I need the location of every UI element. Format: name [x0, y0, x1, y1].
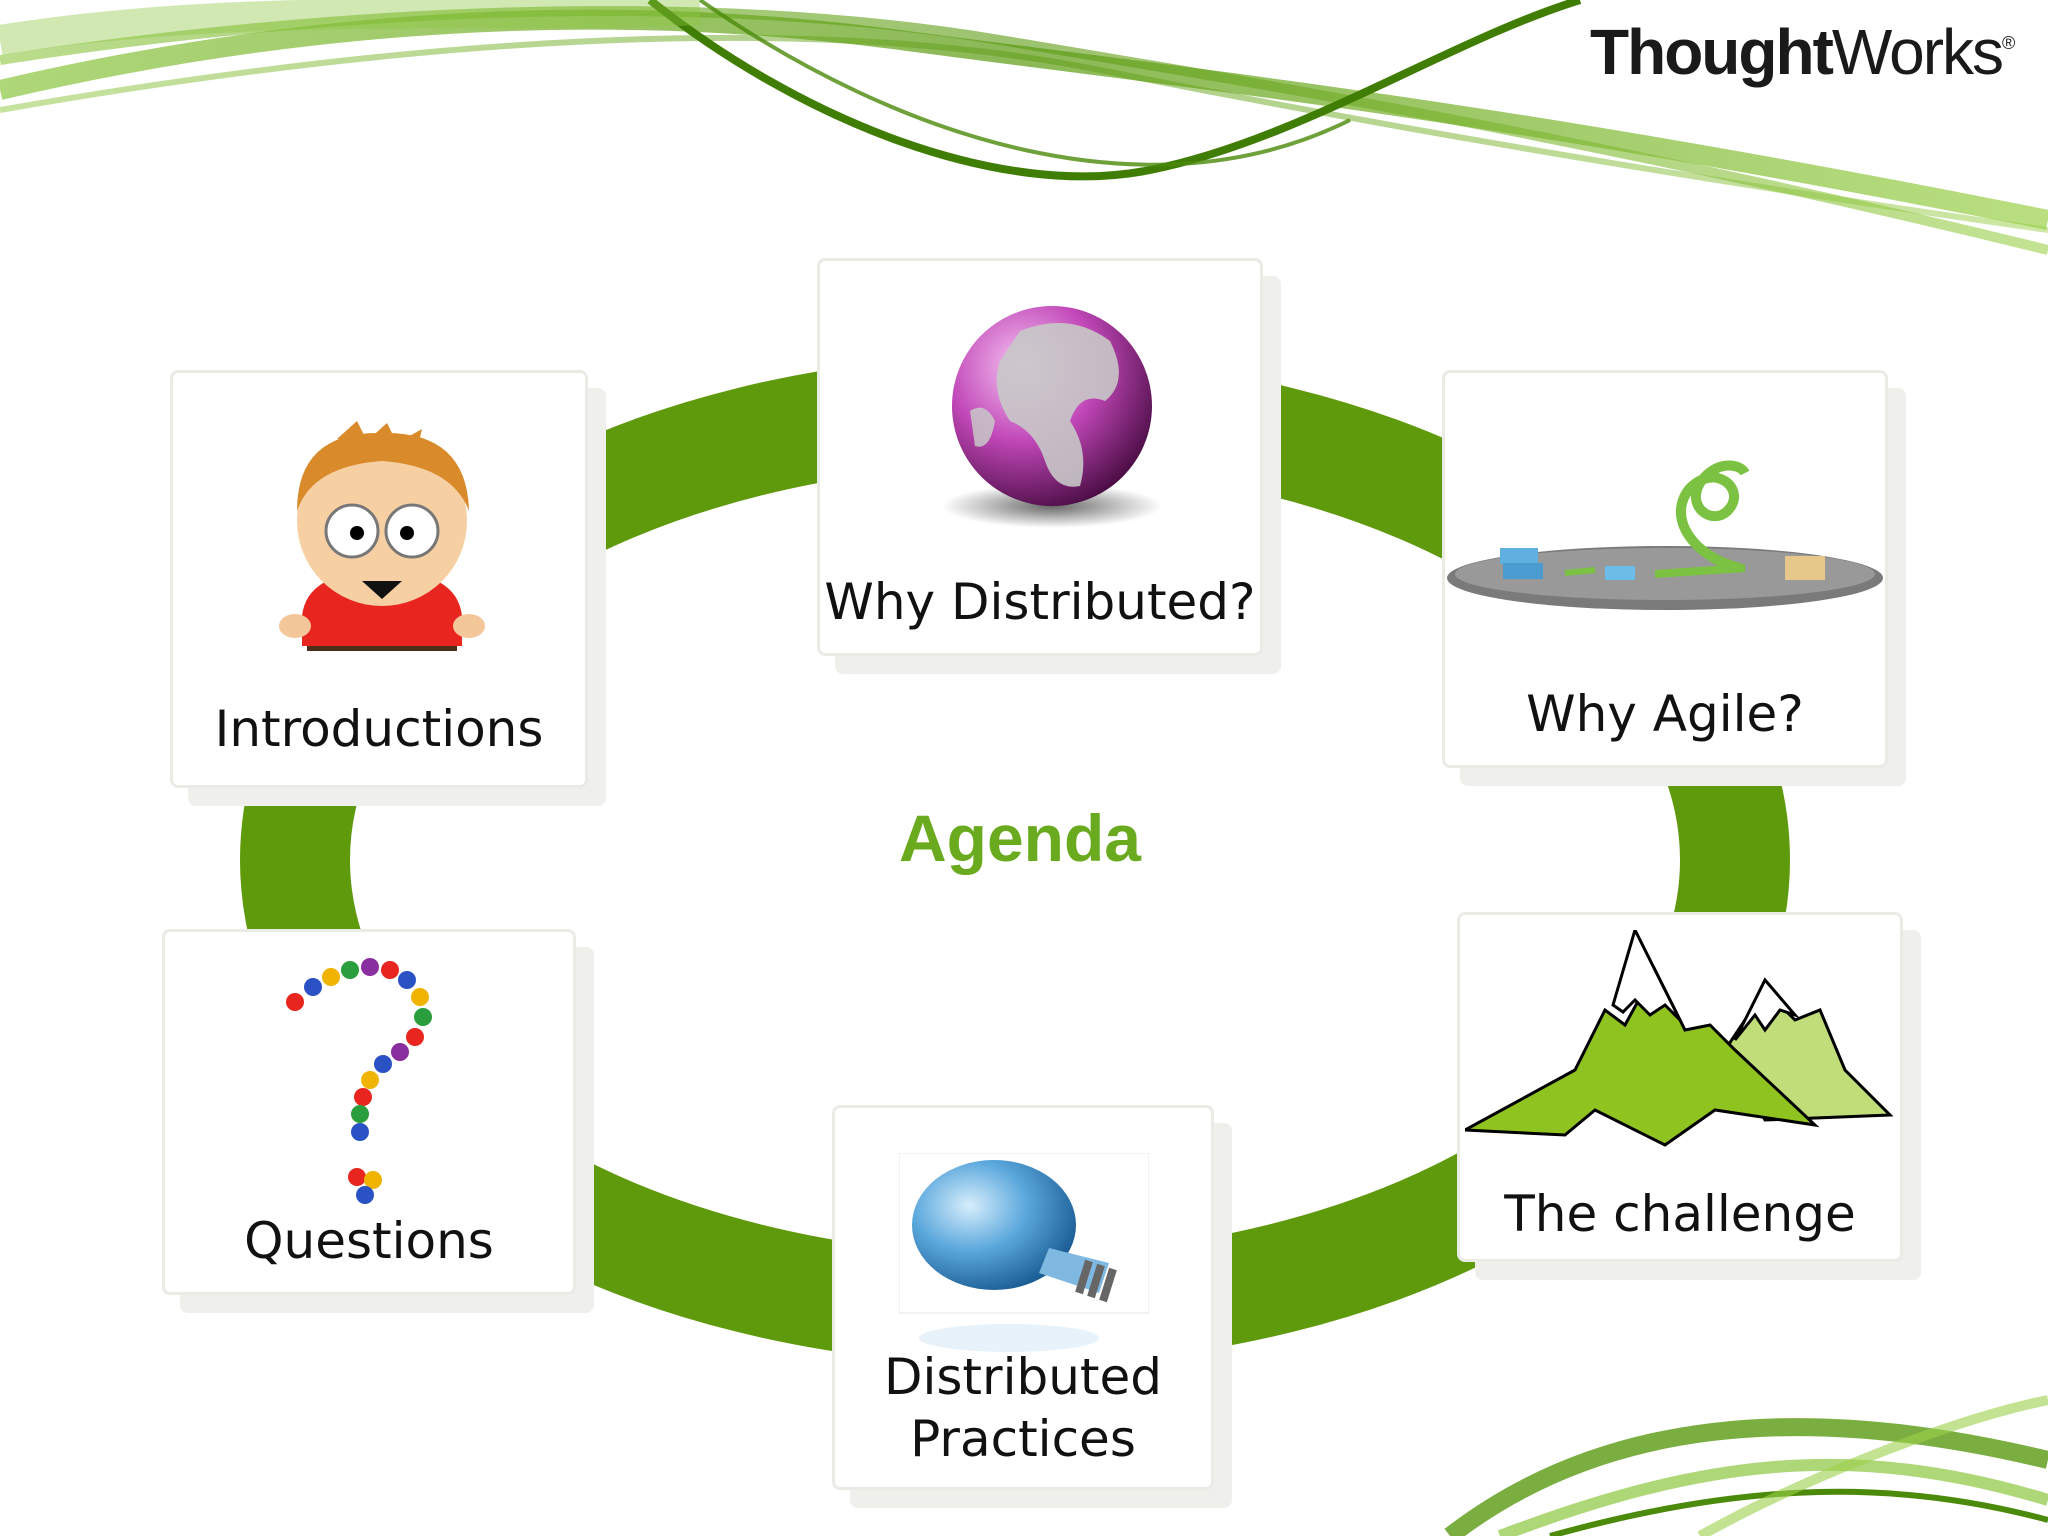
- agenda-title: Agenda: [898, 801, 1142, 875]
- card-why-distributed-label: Why Distributed?: [824, 573, 1256, 631]
- mountains-icon: [1465, 930, 1894, 1147]
- card-why-agile-label: Why Agile?: [1526, 685, 1804, 743]
- agile-cycle-icon: [1447, 460, 1883, 610]
- card-introductions[interactable]: Introductions: [170, 370, 588, 788]
- card-the-challenge[interactable]: The challenge: [1457, 912, 1903, 1262]
- lightbulb-icon: [899, 1153, 1149, 1352]
- globe-icon: [942, 306, 1162, 528]
- card-introductions-label: Introductions: [214, 700, 544, 758]
- bottom-swoosh-decoration: [1444, 1395, 2048, 1536]
- question-mark-crowd-icon: [286, 958, 432, 1204]
- card-questions[interactable]: Questions: [162, 929, 576, 1295]
- cartoon-person-icon: [279, 421, 485, 651]
- top-swoosh-decoration: [0, 0, 2048, 255]
- card-distributed-practices[interactable]: Distributed Practices: [832, 1105, 1214, 1490]
- card-why-distributed[interactable]: Why Distributed?: [817, 258, 1263, 656]
- card-questions-label: Questions: [244, 1212, 494, 1270]
- card-distributed-practices-label-line2: Practices: [910, 1410, 1136, 1468]
- card-distributed-practices-label-line1: Distributed: [883, 1348, 1163, 1406]
- card-why-agile[interactable]: Why Agile?: [1442, 370, 1888, 768]
- thoughtworks-logo: ThoughtWorks®: [1590, 16, 2015, 88]
- card-the-challenge-label: The challenge: [1504, 1185, 1856, 1243]
